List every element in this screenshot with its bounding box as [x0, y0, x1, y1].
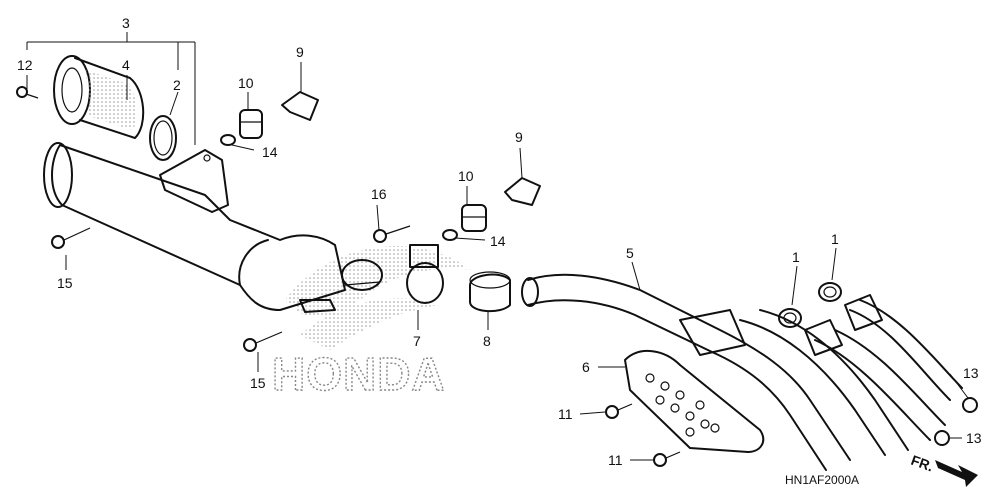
bolt-12	[16, 86, 39, 99]
nut-13-upper	[962, 397, 978, 413]
callout-2: 2	[173, 77, 181, 93]
front-direction-label: FR.	[909, 452, 936, 475]
joint-gasket-part	[469, 271, 511, 313]
bolt-16	[373, 225, 411, 243]
bolt-11-upper	[605, 403, 633, 419]
mount-rubber-lower	[461, 204, 487, 232]
callout-10-lower: 10	[458, 168, 474, 184]
muffler-part	[43, 142, 383, 313]
leader-lines	[26, 32, 969, 461]
callout-3: 3	[122, 15, 130, 31]
callout-9-lower: 9	[515, 129, 523, 145]
callout-8: 8	[483, 333, 491, 349]
band-clamp-part	[406, 244, 444, 304]
callout-7: 7	[413, 333, 421, 349]
washer-lower	[442, 229, 458, 241]
muffler-gasket-part	[149, 115, 177, 161]
callout-1-right: 1	[831, 231, 839, 247]
honda-wing-watermark	[285, 246, 470, 350]
spark-arrester-part	[53, 55, 145, 139]
bolt-11-lower	[653, 451, 681, 467]
washer-upper	[220, 134, 236, 146]
honda-watermark-text: HONDA	[272, 348, 446, 400]
callout-9-upper: 9	[296, 44, 304, 60]
collar-lower	[504, 177, 541, 206]
callout-12: 12	[17, 57, 33, 73]
callout-13-lower: 13	[966, 430, 982, 446]
callout-1-left: 1	[792, 249, 800, 265]
callout-11-upper: 11	[558, 406, 573, 422]
callout-10-upper: 10	[238, 75, 254, 91]
callout-11-lower: 11	[608, 452, 623, 468]
callout-14-upper: 14	[262, 144, 278, 160]
exhaust-pipe-part	[521, 273, 963, 471]
mount-rubber-upper	[239, 109, 263, 139]
bolt-15-upper	[51, 227, 91, 249]
callout-14-lower: 14	[490, 233, 506, 249]
callout-4: 4	[122, 57, 130, 73]
heat-guard-part	[624, 349, 765, 453]
callout-15-upper: 15	[57, 275, 73, 291]
exhaust-gasket-left	[778, 308, 802, 328]
diagram-code: HN1AF2000A	[785, 473, 859, 487]
callout-6: 6	[582, 359, 590, 375]
front-direction-arrow: FR.	[909, 452, 978, 487]
exhaust-gasket-right	[818, 282, 842, 302]
callout-13-upper: 13	[963, 365, 979, 381]
nut-13-lower	[934, 430, 950, 446]
callout-16: 16	[371, 186, 387, 202]
bolt-15-lower	[243, 331, 283, 352]
callout-15-lower: 15	[250, 375, 266, 391]
callout-5: 5	[626, 245, 634, 261]
collar-upper	[281, 91, 319, 121]
muffler-gasket-inner	[153, 120, 173, 156]
